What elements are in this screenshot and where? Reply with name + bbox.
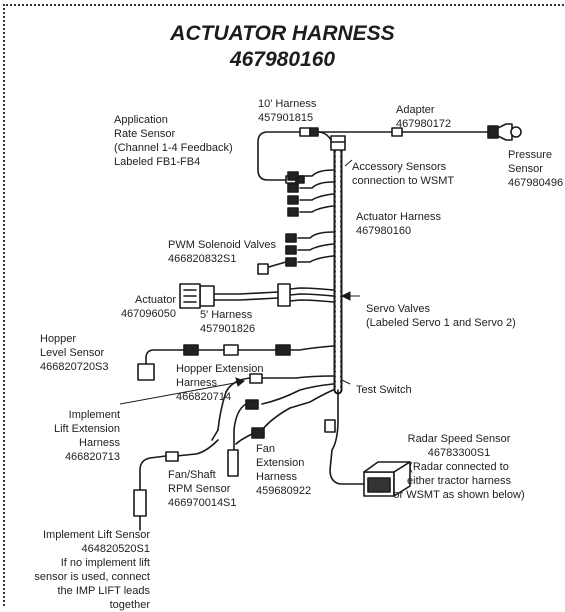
main-trunk-harness [330,135,346,395]
diagram-title: ACTUATOR HARNESS [170,22,395,45]
pwm-connectors [257,231,334,275]
radar-cable [324,389,411,497]
label-test-switch: Test Switch [356,384,412,396]
hopper-extension-harness [137,344,334,381]
diagram-part-number: 467980160 [229,48,336,71]
implement-lift-harness [133,439,219,531]
adapter-cable [333,123,522,141]
lower-branches [211,373,334,477]
servo-bundle [179,283,334,309]
dotted-border [3,4,565,606]
label-servo-valves: Servo Valves(Labeled Servo 1 and Servo 2… [366,303,516,329]
accessory-connectors [287,169,334,217]
pointer-arrows [119,159,360,405]
